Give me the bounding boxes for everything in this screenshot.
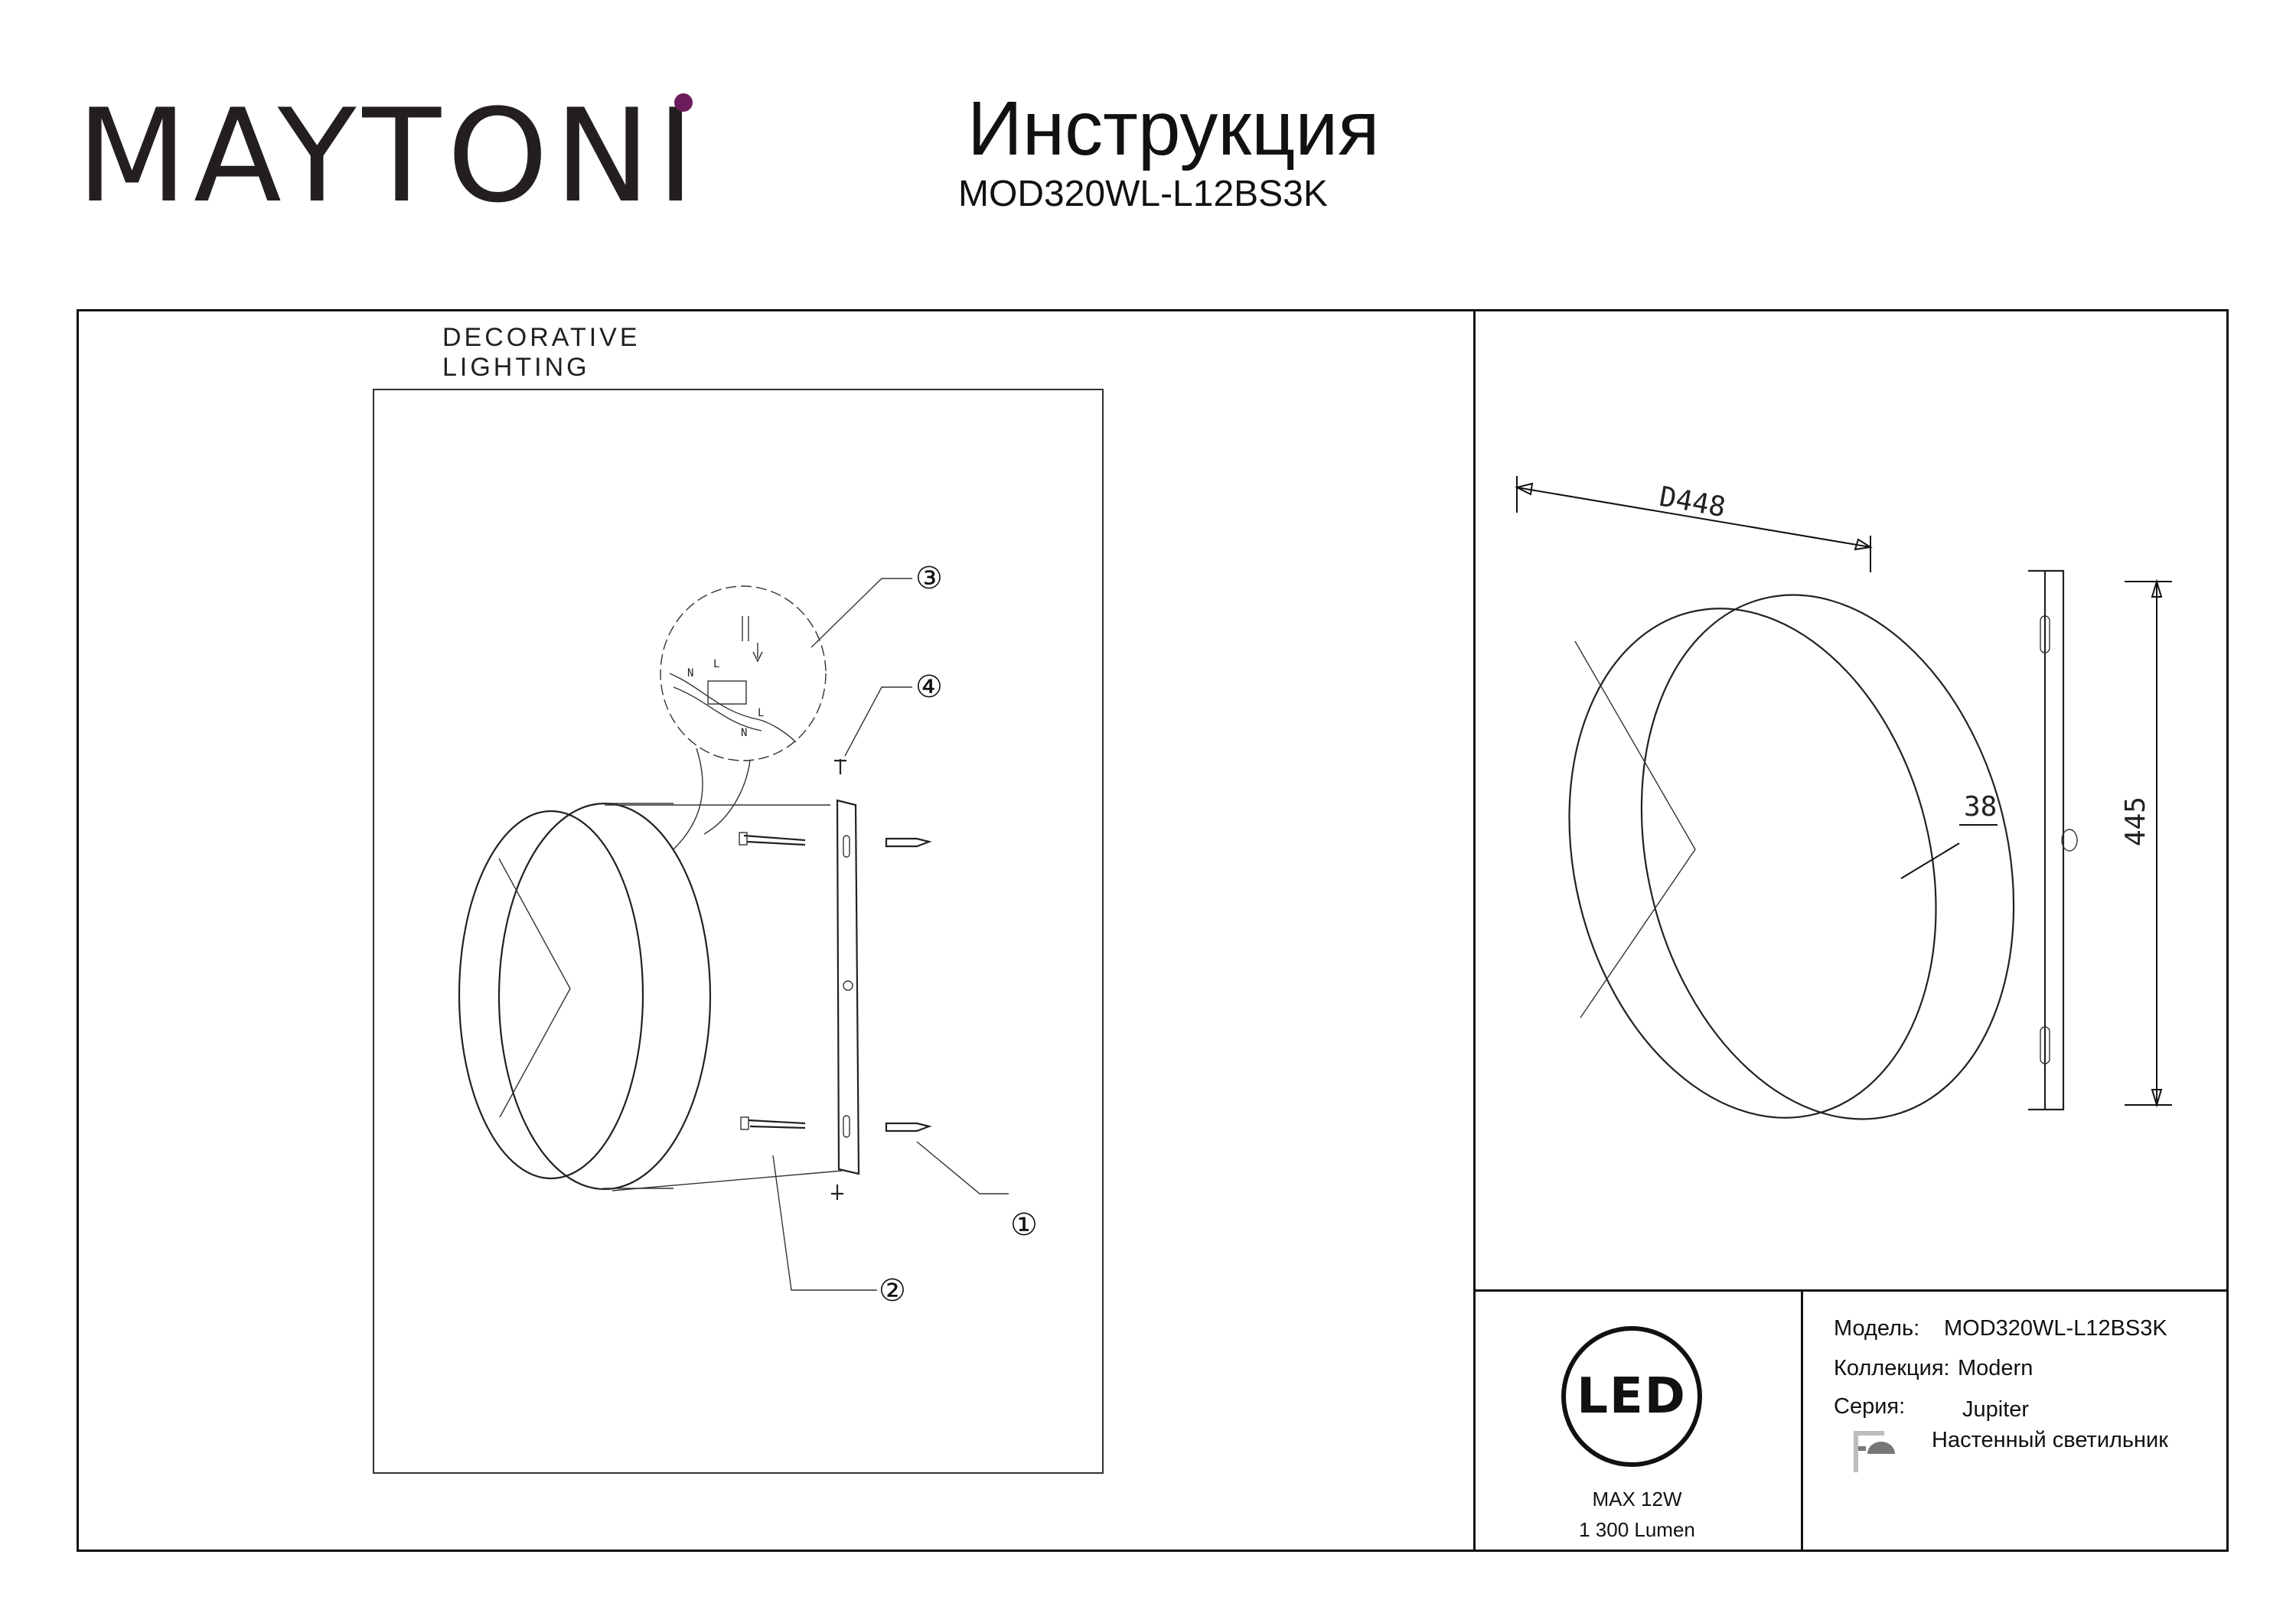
brand-accent-dot [674, 93, 693, 112]
led-badge: LED [1561, 1326, 1702, 1467]
anchor-bottom [885, 1122, 932, 1133]
bracket-slot-upper [2040, 615, 2050, 653]
bracket-slot-lower [2040, 1026, 2050, 1064]
anchor-top [885, 837, 932, 848]
spec-model-label: Модель: [1834, 1316, 1920, 1341]
spec-collection-value: Modern [1958, 1356, 2033, 1380]
bracket-length-label: 445 [2120, 796, 2151, 846]
depth-label: 38 [1964, 791, 1998, 823]
bracket-slot-top [843, 835, 850, 858]
callout-4-leader [844, 686, 912, 757]
brand-tagline: DECORATIVE LIGHTING [442, 323, 641, 382]
spec-type-value: Настенный светильник [1932, 1428, 2168, 1452]
callout-1-leader [916, 1141, 1009, 1194]
bracket-slot-bottom [843, 1115, 850, 1138]
wire-letter-l1: L [713, 658, 720, 670]
callout-1: ① [1010, 1207, 1038, 1243]
frame-divider-horizontal [1473, 1289, 2229, 1292]
screw-top [743, 834, 806, 846]
terminal-block [707, 680, 747, 705]
brand-logo: MAYTONI DECORATIVE LIGHTING [77, 81, 704, 382]
depth-dim-line [1900, 842, 1960, 879]
assembly-panel [373, 389, 1104, 1474]
callout-3-leader [810, 578, 912, 648]
bracket-arrow-bottom [2151, 1089, 2163, 1108]
diameter-dim-ext [1516, 476, 1871, 572]
frame-divider-vertical [1473, 309, 1476, 1552]
lamp-face-chevron [498, 858, 571, 1118]
screw-head-top [739, 832, 748, 846]
wire-live [673, 686, 762, 732]
screw-head-bottom [740, 1116, 749, 1130]
spec-model-value: MOD320WL-L12BS3K [1944, 1316, 2167, 1341]
brand-wordmark: MAYTONI [77, 81, 701, 231]
diameter-dim-line [1516, 487, 1871, 548]
bracket-dim-ext [2125, 581, 2172, 1106]
wire-letter-l2: L [758, 707, 765, 719]
direction-arrow [752, 643, 763, 663]
lamp-outline-back [1640, 594, 2015, 1120]
diameter-arrow-right [1854, 538, 1873, 551]
small-screw-top [834, 759, 846, 774]
wiring-detail-circle [660, 585, 827, 761]
wire-neutral [669, 673, 797, 743]
lamp-bottom-projection [612, 1170, 843, 1191]
screw-bottom [748, 1119, 806, 1129]
wall-lamp-icon [1854, 1431, 1895, 1472]
callout-3: ③ [915, 561, 943, 596]
drawing-frame [77, 309, 2229, 1552]
callout-2-leader [772, 1155, 877, 1291]
bracket-hole [2061, 829, 2078, 852]
wire-letter-n2: N [741, 727, 748, 739]
detail-leader-right [703, 760, 751, 835]
terminal-screw [742, 616, 749, 641]
small-screw-bottom [831, 1185, 843, 1200]
frame-divider-spec [1801, 1289, 1803, 1552]
document-model: MOD320WL-L12BS3K [958, 174, 1328, 214]
max-power: MAX 12W [1592, 1488, 1682, 1511]
spec-series-label: Серия: [1834, 1394, 1906, 1419]
detail-leader-left [673, 748, 703, 850]
dimension-drawing [1515, 476, 2172, 1120]
spec-collection-label: Коллекция: [1834, 1356, 1950, 1380]
document-title: Инструкция [967, 86, 1380, 171]
lamp-outline-front [1568, 608, 1937, 1119]
diameter-arrow-left [1515, 482, 1534, 496]
bracket-arrow-top [2151, 578, 2163, 598]
luminous-flux: 1 300 Lumen [1579, 1518, 1695, 1541]
callout-4: ④ [915, 670, 943, 705]
lamp-body-front-face [458, 810, 644, 1180]
bracket-center-hole [843, 980, 853, 991]
lamp-body-back-edge [497, 802, 712, 1191]
lamp-face-chevron-dim [1574, 640, 1696, 1018]
assembly-drawing [458, 578, 1009, 1291]
spec-series-value: Jupiter [1962, 1397, 2030, 1422]
callout-2: ② [879, 1273, 906, 1309]
mounting-bracket [836, 799, 860, 1175]
wire-letter-n1: N [687, 667, 694, 680]
